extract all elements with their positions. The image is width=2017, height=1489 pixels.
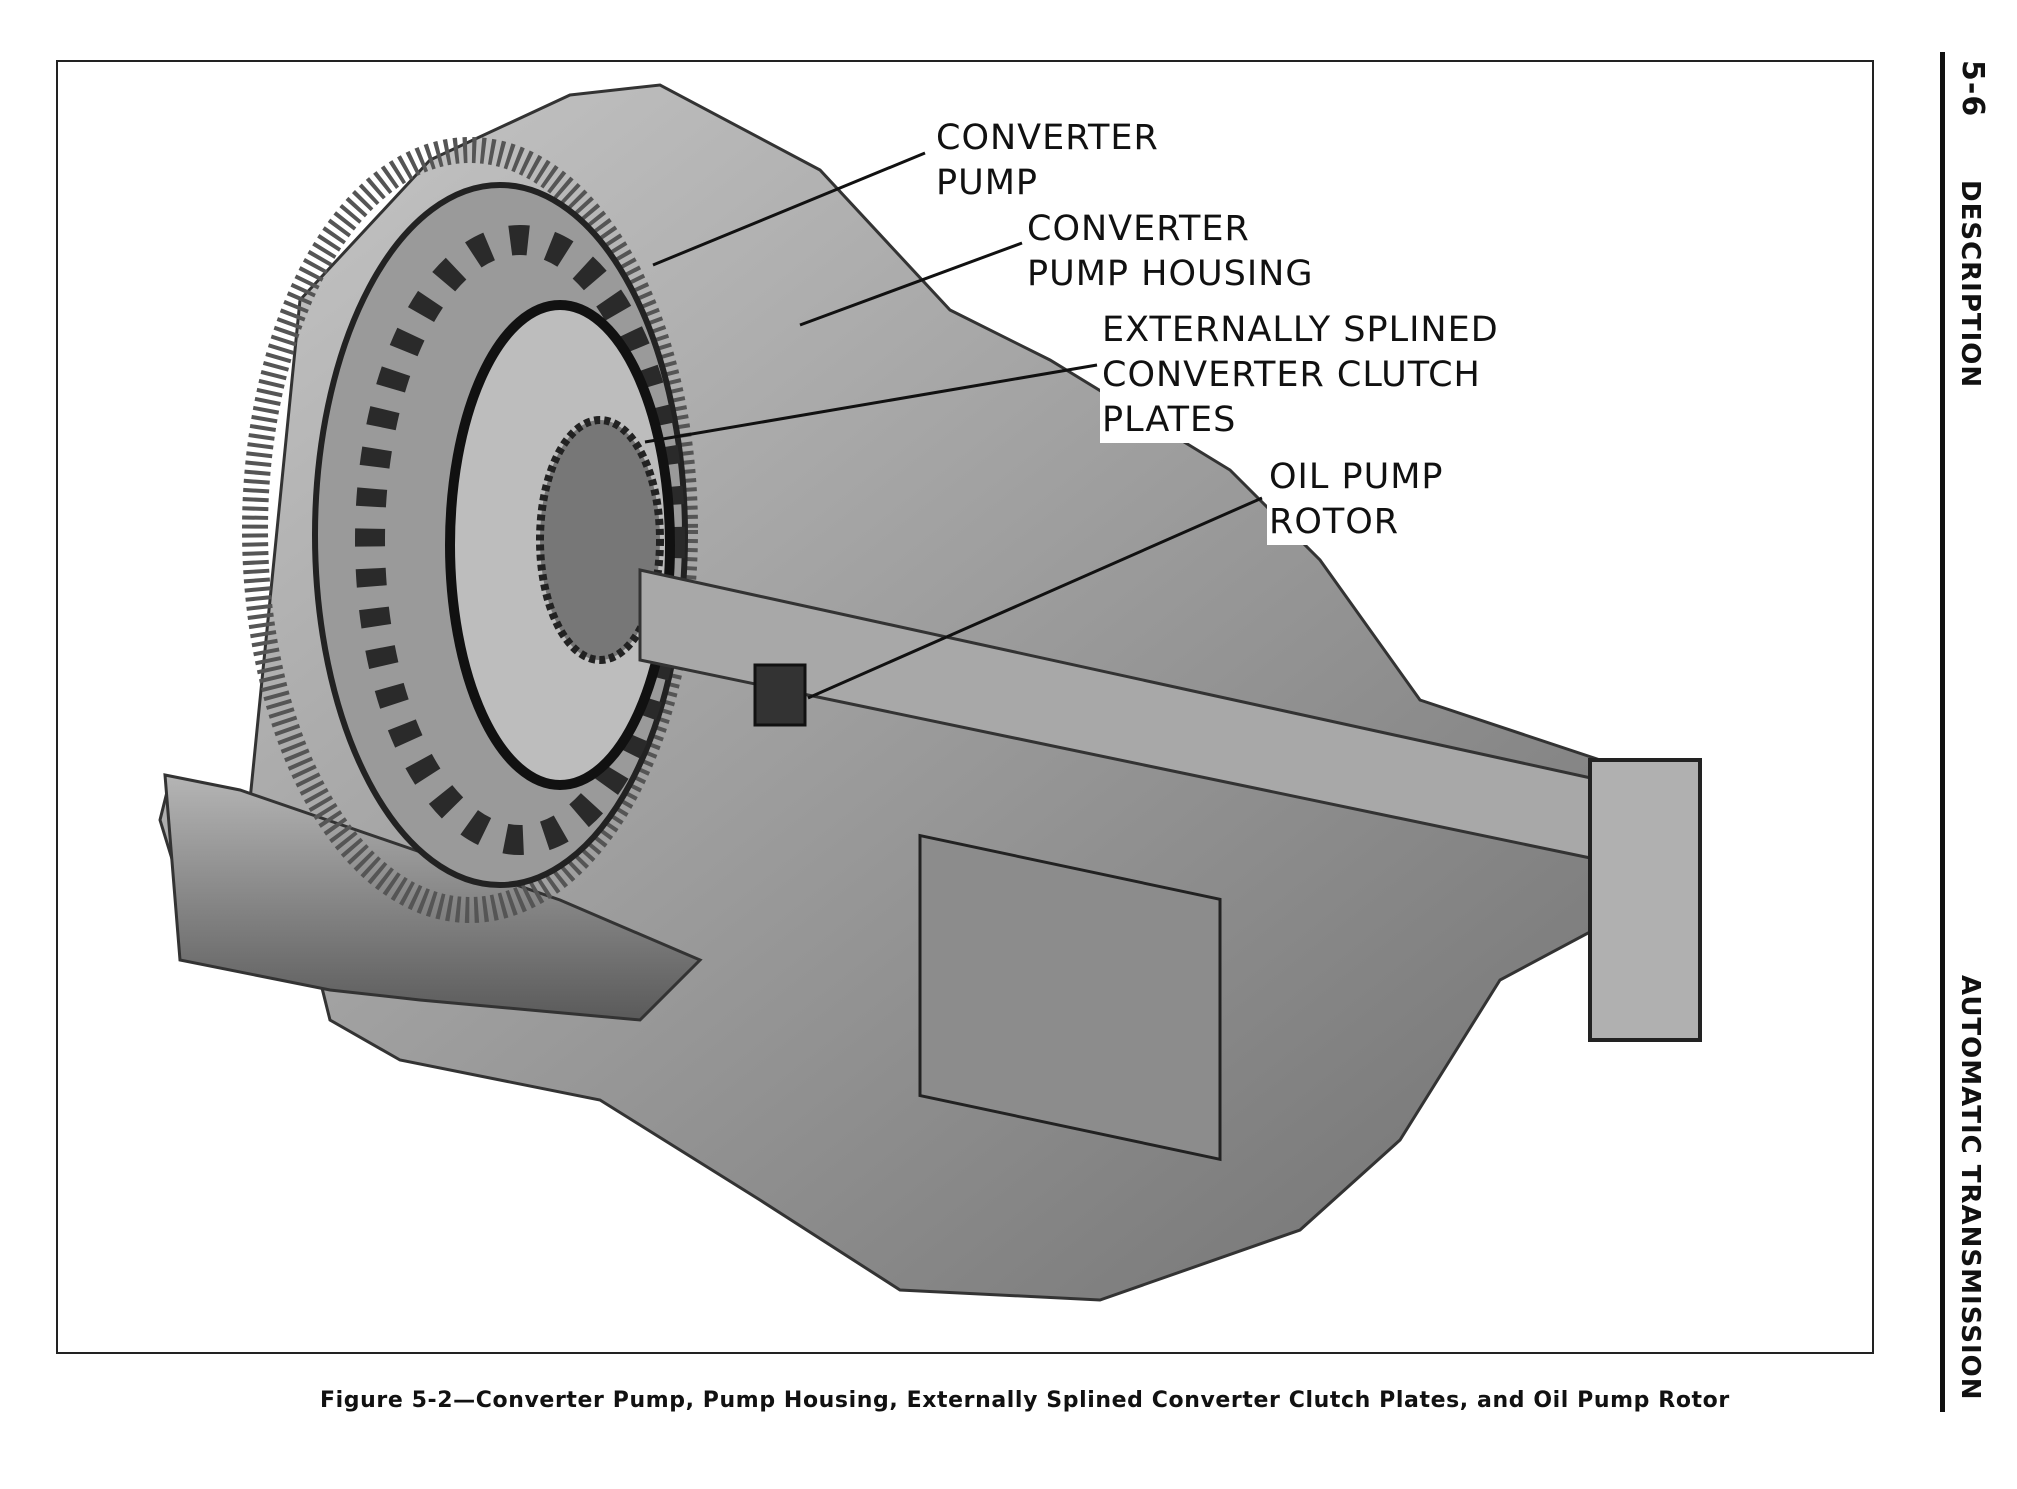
label-line: CONVERTER [1027,209,1250,249]
leader-converter-pump [652,151,926,267]
section-title: DESCRIPTION [1955,180,1985,389]
label-line: PLATES [1102,400,1237,440]
chapter-title: AUTOMATIC TRANSMISSION [1955,975,1985,1401]
figure-frame [56,60,1874,1354]
margin-rule [1940,52,1945,1412]
leader-oil-pump-rotor [807,496,1263,700]
label-converter-pump: CONVERTER PUMP [934,116,1161,206]
label-converter-pump-housing: CONVERTER PUMP HOUSING [1025,207,1316,297]
label-line: CONVERTER CLUTCH [1102,355,1481,395]
label-line: PUMP [936,163,1039,203]
label-line: ROTOR [1269,502,1400,542]
label-oil-pump-rotor: OIL PUMP ROTOR [1267,455,1446,545]
figure-caption: Figure 5-2—Converter Pump, Pump Housing,… [320,1388,1730,1413]
oil-pump-rotor [753,663,807,727]
clutch-plates [536,416,664,664]
leader-clutch-plates [644,363,1098,444]
leader-pump-housing [799,241,1023,327]
label-line: CONVERTER [936,118,1159,158]
label-line: OIL PUMP [1269,457,1444,497]
clutch-drum [918,833,1222,1162]
label-line: PUMP HOUSING [1027,254,1314,294]
output-flange [1588,758,1702,1042]
label-line: EXTERNALLY SPLINED [1102,310,1499,350]
page-number: 5-6 [1955,60,1990,118]
label-clutch-plates: EXTERNALLY SPLINED CONVERTER CLUTCH PLAT… [1100,308,1501,443]
